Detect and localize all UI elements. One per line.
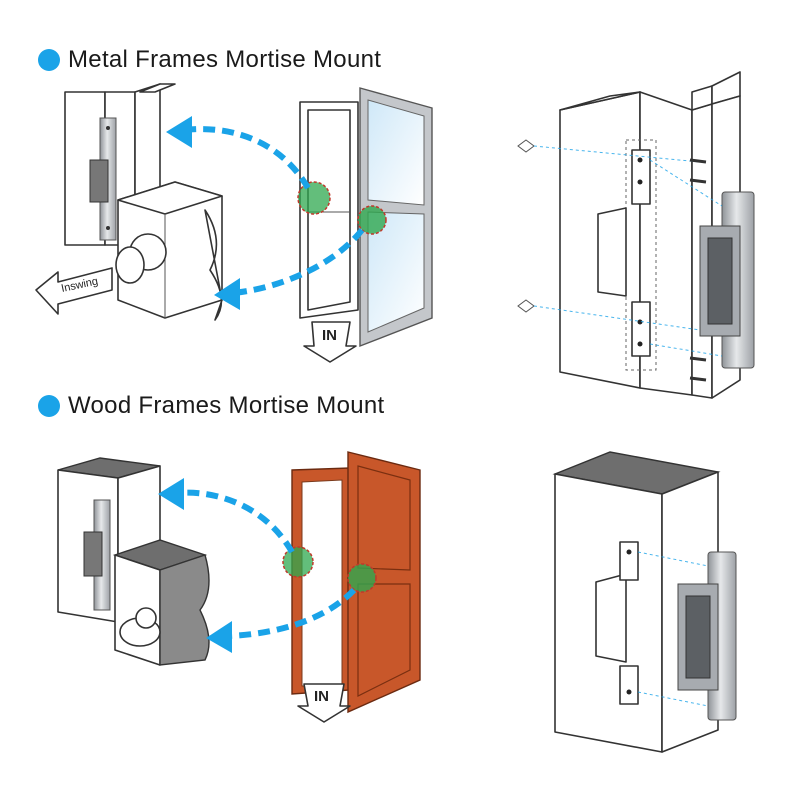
arrowhead-icon <box>214 278 240 310</box>
heading-metal-text: Metal Frames Mortise Mount <box>68 46 382 73</box>
svg-text:IN: IN <box>314 688 329 705</box>
wood-door-frame <box>291 467 351 695</box>
blue-dot-icon <box>38 395 60 417</box>
metal-door-frame <box>299 101 359 319</box>
arrowhead-icon <box>166 116 192 148</box>
strike-location-highlight <box>297 181 331 215</box>
wood-door-leaf <box>347 451 421 714</box>
heading-wood-frames: Wood Frames Mortise Mount <box>38 392 385 420</box>
metal-door-leaf <box>359 87 433 348</box>
heading-metal-frames: Metal Frames Mortise Mount <box>38 46 381 74</box>
in-label-bottom: IN <box>297 683 351 723</box>
in-label-top: IN <box>303 321 357 363</box>
metal-frame-install <box>517 71 755 399</box>
wood-door-edge-cutaway <box>112 539 210 666</box>
lock-location-highlight <box>357 205 387 235</box>
arrow-left-icon <box>35 267 113 315</box>
heading-wood-text: Wood Frames Mortise Mount <box>68 392 385 419</box>
strike-location-highlight <box>282 546 314 578</box>
lock-location-highlight <box>347 563 377 593</box>
strike-keeper <box>89 159 109 203</box>
wood-frame-closeup <box>57 457 161 623</box>
inswing-arrow: Inswing <box>35 267 113 315</box>
blue-dot-icon <box>38 49 60 71</box>
door-knob <box>115 246 145 284</box>
metal-door-edge-cutaway <box>115 181 223 321</box>
arrow-to-frame <box>184 126 311 190</box>
arrow-to-frame <box>177 489 295 554</box>
arrowhead-icon <box>158 478 184 510</box>
wood-frame-install <box>552 451 737 753</box>
arrow-to-door-edge <box>231 228 365 296</box>
arrow-to-door-edge <box>225 587 357 639</box>
svg-text:IN: IN <box>322 327 337 344</box>
arrowhead-icon <box>206 621 232 653</box>
